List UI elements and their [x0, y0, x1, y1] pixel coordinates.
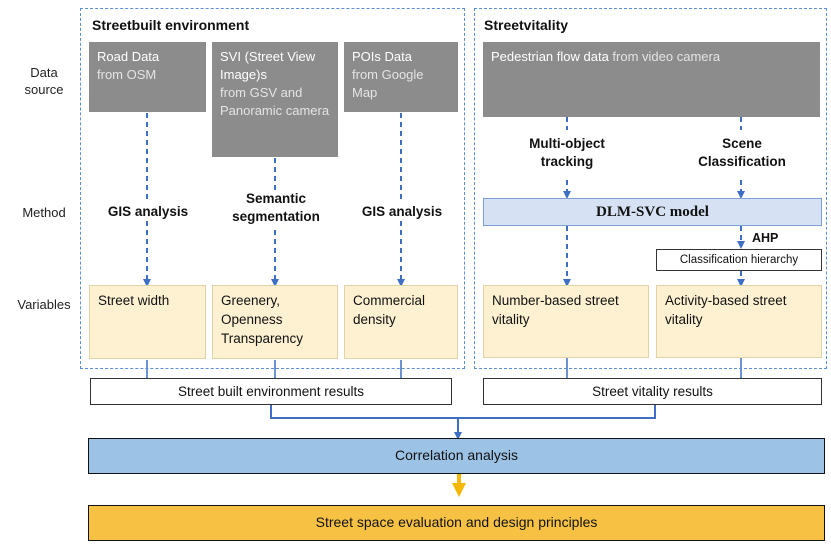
panel-title-vitality: Streetvitality	[484, 17, 569, 33]
method-gis-analysis-2: GIS analysis	[352, 203, 452, 221]
row-label-data-source: Data source	[24, 65, 64, 97]
source-road-data: Road Data from OSM	[89, 42, 206, 112]
source-poi-data: POIs Data from Google Map	[344, 42, 458, 112]
result-built-environment: Street built environment results	[90, 378, 452, 405]
evaluation-design-principles: Street space evaluation and design princ…	[88, 505, 825, 541]
ahp-label: AHP	[752, 231, 779, 245]
street-vitality-panel	[474, 8, 827, 369]
variable-commercial-density: Commercial density	[344, 285, 458, 359]
row-label-variables: Variables	[17, 297, 71, 312]
source-svi: SVI (Street View Image)s from GSV and Pa…	[212, 42, 338, 157]
method-semantic-segmentation: Semantic segmentation	[226, 190, 326, 226]
result-street-vitality: Street vitality results	[483, 378, 822, 405]
merge-line	[270, 404, 656, 419]
classification-hierarchy: Classification hierarchy	[656, 249, 822, 271]
panel-title-built-environment: Streetbuilt environment	[92, 17, 250, 33]
variable-greenery: Greenery, Openness Transparency	[212, 285, 338, 359]
source-pedestrian-flow: Pedestrian flow data from video camera	[483, 42, 820, 117]
street-built-environment-panel	[80, 8, 465, 369]
variable-activity-based-vitality: Activity-based street vitality	[656, 285, 822, 358]
correlation-analysis: Correlation analysis	[88, 438, 825, 474]
variable-number-based-vitality: Number-based street vitality	[483, 285, 649, 358]
row-label-method: Method	[22, 205, 66, 220]
dlm-svc-model: DLM-SVC model	[483, 198, 822, 226]
method-scene-classification: Scene Classification	[690, 135, 794, 171]
method-multi-object-tracking: Multi-object tracking	[512, 135, 622, 171]
variable-street-width: Street width	[89, 285, 206, 359]
method-gis-analysis-1: GIS analysis	[96, 203, 200, 221]
